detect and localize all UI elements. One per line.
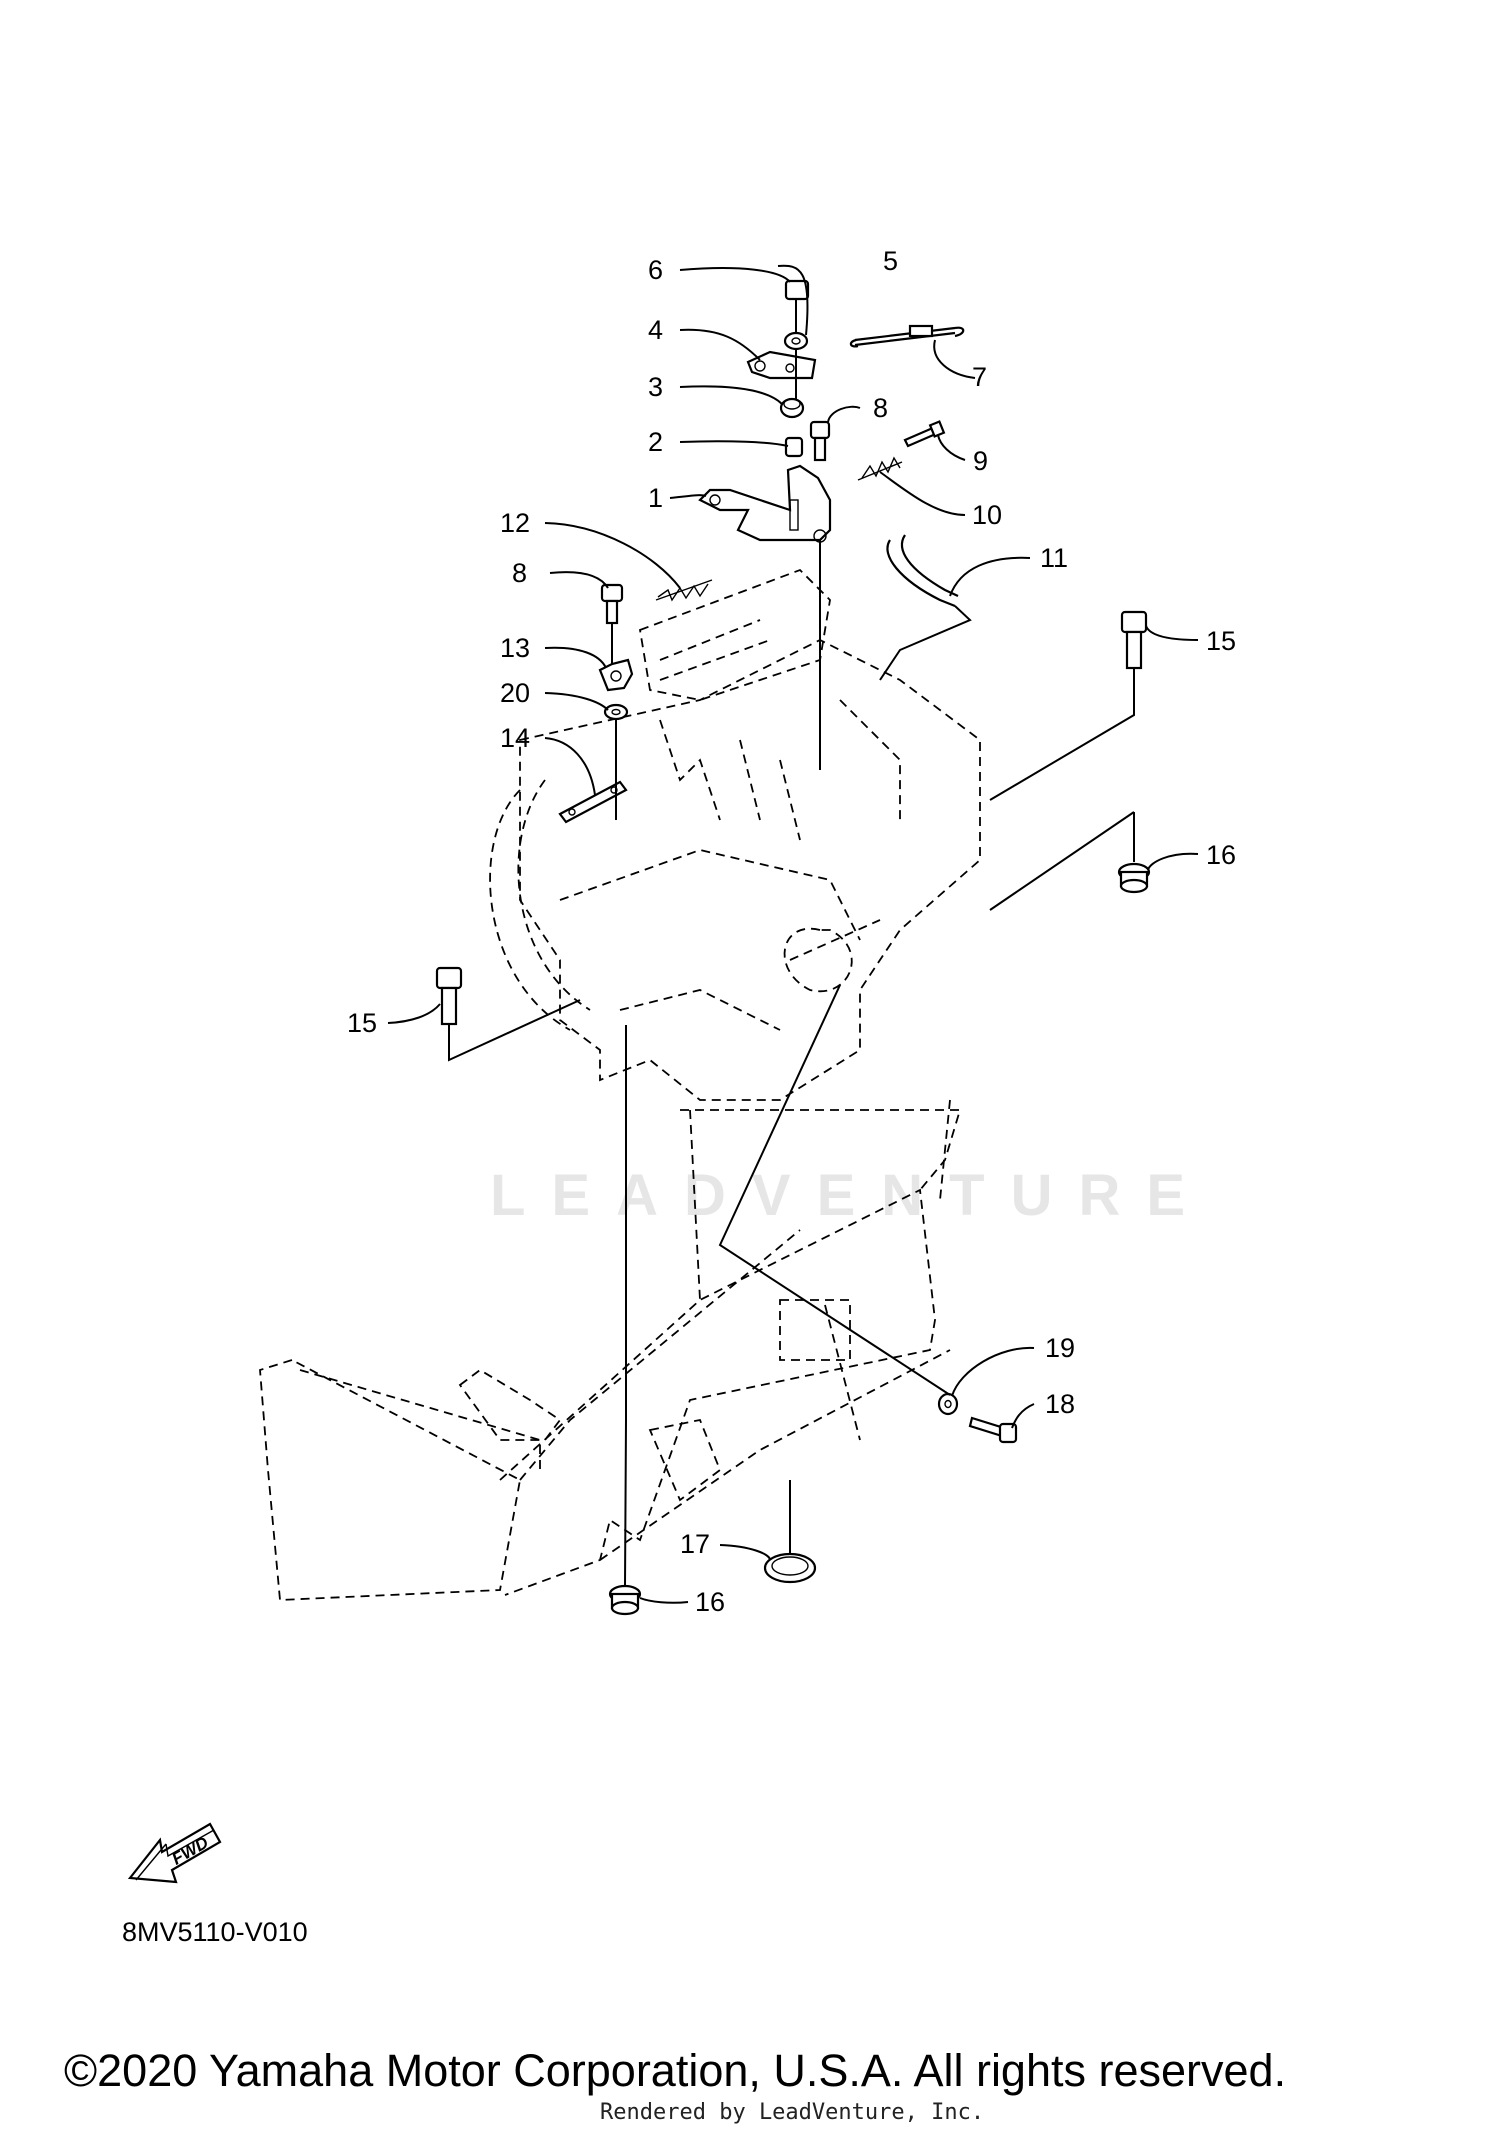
part-5-washer [783, 331, 809, 351]
part-12-spring [655, 579, 713, 602]
watermark-text: LEADVENTURE [490, 1163, 1211, 1228]
callout-9: 9 [973, 446, 988, 476]
callout-15-right: 15 [1206, 626, 1236, 656]
part-13-cam [598, 658, 634, 692]
frame-chassis [259, 1099, 962, 1601]
callout-19: 19 [1045, 1333, 1075, 1363]
engine-outline [489, 568, 981, 1101]
part-14-plate [558, 780, 628, 824]
callout-15-left: 15 [347, 1008, 377, 1038]
part-11-cable [886, 534, 959, 608]
part-16-grommet-lower [608, 1584, 642, 1616]
part-18-bolt [968, 1416, 1018, 1444]
fwd-label: FWD [169, 1833, 212, 1869]
part-8-bolt-lower [600, 583, 624, 625]
callout-16-right: 16 [1206, 840, 1236, 870]
callout-11: 11 [1040, 543, 1068, 573]
callout-8-lower: 8 [512, 558, 527, 588]
part-4-lever [746, 350, 817, 380]
part-10-spring [857, 456, 903, 481]
part-15-bolt-right [1120, 610, 1148, 670]
callout-8-upper: 8 [873, 393, 888, 423]
callout-16-lower: 16 [695, 1587, 725, 1617]
callout-10: 10 [972, 500, 1002, 530]
rendered-by-credit: Rendered by LeadVenture, Inc. [600, 2100, 985, 2125]
callout-5: 5 [883, 246, 898, 276]
callout-6: 6 [648, 255, 663, 285]
callout-4: 4 [648, 315, 663, 345]
callout-18: 18 [1045, 1389, 1075, 1419]
part-16-grommet-right [1117, 862, 1151, 894]
part-1-bracket [698, 464, 832, 543]
diagram-reference-code: 8MV5110-V010 [122, 1917, 308, 1947]
fwd-arrow-icon: FWD [127, 1822, 222, 1884]
part-6-nut [784, 279, 810, 301]
callout-17: 17 [680, 1529, 710, 1559]
callout-labels: 6 5 4 3 2 1 7 8 9 10 11 12 8 13 20 14 15… [347, 246, 1236, 1617]
callout-2: 2 [648, 427, 663, 457]
callout-12: 12 [500, 508, 530, 538]
part-7-rod [849, 324, 965, 348]
part-8-bolt-upper [809, 420, 831, 462]
part-9-bolt [903, 420, 946, 448]
assembly-lines [448, 300, 1135, 1587]
part-3-spring [779, 397, 805, 419]
part-20-washer [603, 703, 629, 721]
callout-13: 13 [500, 633, 530, 663]
callout-20: 20 [500, 678, 530, 708]
callout-leaders [387, 264, 1199, 1604]
callout-7: 7 [972, 362, 987, 392]
part-2-collar [784, 436, 804, 458]
callout-1: 1 [648, 483, 663, 513]
part-17-plug [763, 1552, 817, 1584]
part-19-washer [937, 1392, 959, 1416]
callout-3: 3 [648, 372, 663, 402]
copyright-notice: ©2020 Yamaha Motor Corporation, U.S.A. A… [64, 2045, 1287, 2096]
part-15-bolt-left [435, 966, 463, 1026]
callout-14: 14 [500, 723, 530, 753]
